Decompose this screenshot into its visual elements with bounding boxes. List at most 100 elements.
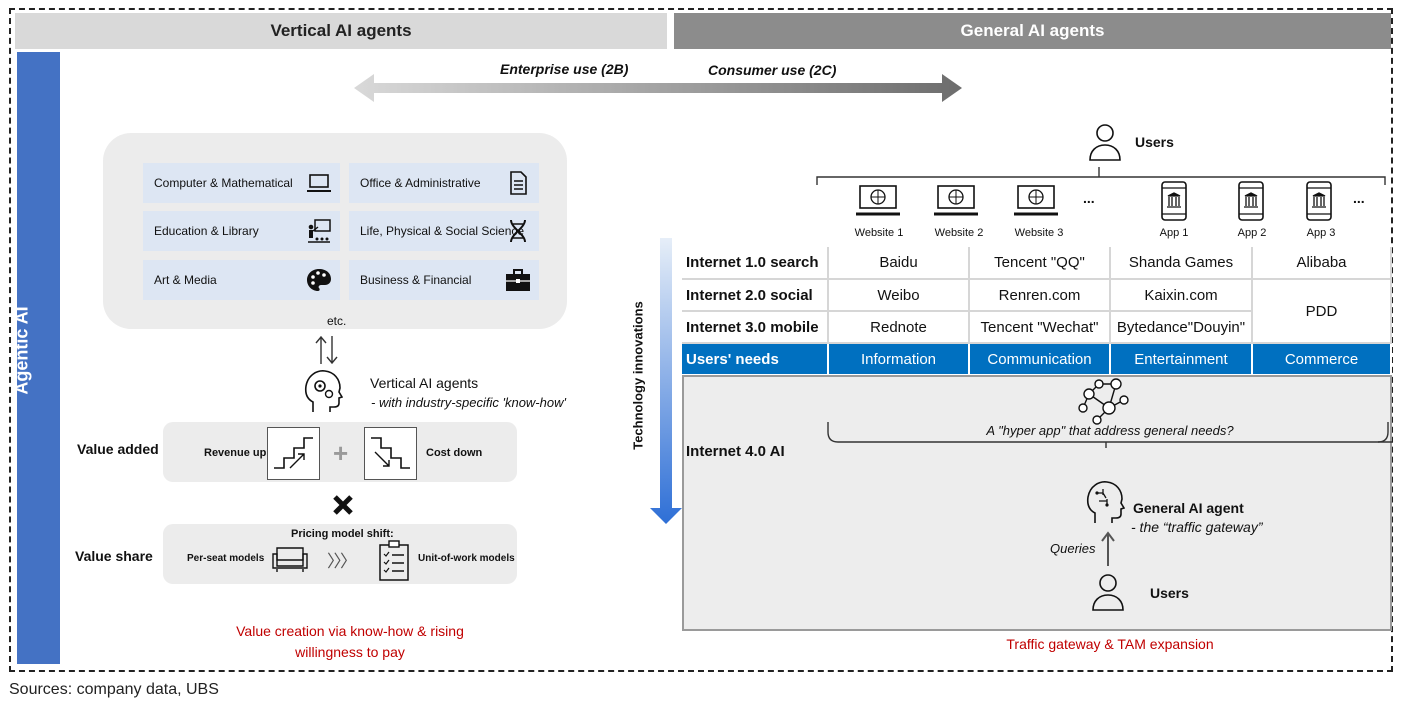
consumer-use-label: Consumer use (2C) — [708, 62, 837, 78]
technology-innovations-label: Technology innovations — [630, 301, 646, 450]
needs-cell: Communication — [970, 344, 1111, 376]
dna-icon — [510, 219, 526, 243]
queries-label: Queries — [1050, 541, 1096, 556]
etc-label: etc. — [327, 314, 347, 328]
chevrons-icon: 〉〉〉 — [327, 552, 357, 571]
tile-computer-mathematical: Computer & Mathematical — [143, 163, 340, 203]
enterprise-use-label: Enterprise use (2B) — [500, 61, 629, 77]
left-footer-line1: Value creation via know-how & rising — [236, 623, 464, 639]
technology-innovations-arrow — [650, 238, 682, 524]
row-label-internet-3: Internet 3.0 mobile — [682, 312, 829, 344]
row-label-users-needs: Users' needs — [682, 344, 829, 376]
header-general-ai-agents: General AI agents — [674, 13, 1391, 49]
right-footer: Traffic gateway & TAM expansion — [1006, 636, 1214, 652]
general-agent-subtitle: - the “traffic gateway” — [1131, 519, 1263, 535]
revenue-up-icon — [267, 427, 320, 480]
tile-label: Office & Administrative — [360, 176, 481, 190]
hyper-app-label: A "hyper app" that address general needs… — [986, 423, 1234, 438]
agentic-ai-label: Agentic AI — [11, 306, 32, 395]
tile-label: Business & Financial — [360, 273, 472, 287]
app-phone-icon — [1161, 181, 1187, 221]
table-cell: Alibaba — [1253, 247, 1392, 280]
table-cell: Kaixin.com — [1111, 280, 1253, 312]
table-cell: Renren.com — [970, 280, 1111, 312]
tile-label: Computer & Mathematical — [154, 176, 293, 190]
vertical-agent-title: Vertical AI agents — [370, 375, 479, 391]
internet-4-ai-panel — [682, 375, 1392, 631]
tile-label: Life, Physical & Social Science — [360, 224, 525, 238]
tile-life-physical-social-science: Life, Physical & Social Science — [349, 211, 539, 251]
channel-app-3: App 3 — [1306, 227, 1336, 239]
table-cell: Weibo — [829, 280, 970, 312]
header-vertical-ai-agents: Vertical AI agents — [15, 13, 667, 49]
row-label-internet-2: Internet 2.0 social — [682, 280, 829, 312]
agentic-ai-sidebar — [17, 52, 60, 664]
website-icon — [856, 185, 900, 216]
channel-website-3: Website 3 — [1014, 227, 1064, 239]
revenue-up-label: Revenue up — [204, 447, 267, 459]
plus-icon: + — [333, 438, 349, 468]
sofa-icon — [272, 547, 308, 572]
value-share-box — [163, 524, 517, 584]
channel-website-1: Website 1 — [854, 227, 904, 239]
internet-4-label: Internet 4.0 AI — [686, 443, 785, 460]
table-cell: Tencent "Wechat" — [970, 312, 1111, 344]
tile-label: Education & Library — [154, 224, 259, 238]
per-seat-label: Per-seat models — [187, 553, 265, 564]
table-cell: Shanda Games — [1111, 247, 1253, 280]
website-ellipsis: ... — [1083, 190, 1095, 206]
tile-label: Art & Media — [154, 273, 217, 287]
users-brace — [816, 167, 1386, 185]
enterprise-consumer-arrow — [354, 74, 962, 102]
pricing-shift-label: Pricing model shift: — [291, 528, 394, 540]
website-icon — [934, 185, 978, 216]
channel-app-2: App 2 — [1237, 227, 1267, 239]
tile-business-financial: Business & Financial — [349, 260, 539, 300]
tile-office-administrative: Office & Administrative — [349, 163, 539, 203]
ai-head-icon — [1086, 481, 1125, 523]
users-icon — [1089, 124, 1121, 161]
multiply-icon — [333, 495, 353, 515]
app-phone-icon — [1306, 181, 1332, 221]
vertical-agent-subtitle: - with industry-specific 'know-how' — [371, 395, 566, 410]
ai-head-icon — [304, 370, 343, 412]
table-cell-merged: PDD — [1253, 280, 1392, 344]
network-icon — [1078, 378, 1129, 425]
table-cell: Tencent "QQ" — [970, 247, 1111, 280]
users-icon — [1092, 574, 1124, 611]
source-note: Sources: company data, UBS — [9, 681, 219, 698]
table-cell: Bytedance"Douyin" — [1111, 312, 1253, 344]
unit-of-work-label: Unit-of-work models — [418, 553, 515, 564]
channel-website-2: Website 2 — [934, 227, 984, 239]
users-bottom-label: Users — [1150, 585, 1189, 601]
needs-cell: Entertainment — [1111, 344, 1253, 376]
row-label-internet-1: Internet 1.0 search — [682, 247, 829, 280]
value-added-box — [163, 422, 517, 482]
table-cell: Rednote — [829, 312, 970, 344]
app-phone-icon — [1238, 181, 1264, 221]
left-footer-line2: willingness to pay — [295, 644, 405, 660]
document-icon — [510, 171, 527, 195]
up-down-arrows-icon — [315, 335, 338, 365]
table-cell: Baidu — [829, 247, 970, 280]
general-agent-title: General AI agent — [1133, 500, 1244, 516]
hyper-app-brace — [827, 422, 1392, 448]
palette-icon — [307, 269, 331, 291]
tile-education-library: Education & Library — [143, 211, 340, 251]
queries-arrow — [1101, 531, 1115, 566]
needs-cell: Commerce — [1253, 344, 1392, 376]
briefcase-icon — [506, 269, 530, 291]
teacher-icon — [308, 219, 331, 243]
value-share-label: Value share — [75, 548, 153, 564]
channel-app-1: App 1 — [1159, 227, 1189, 239]
cost-down-icon — [364, 427, 417, 480]
dashed-frame — [9, 8, 1393, 672]
website-icon — [1014, 185, 1058, 216]
cost-down-label: Cost down — [426, 447, 483, 459]
users-top-label: Users — [1135, 134, 1174, 150]
app-ellipsis: ... — [1353, 190, 1365, 206]
laptop-icon — [307, 174, 331, 192]
value-added-label: Value added — [77, 441, 159, 457]
tile-art-media: Art & Media — [143, 260, 340, 300]
checklist-icon — [379, 540, 409, 581]
